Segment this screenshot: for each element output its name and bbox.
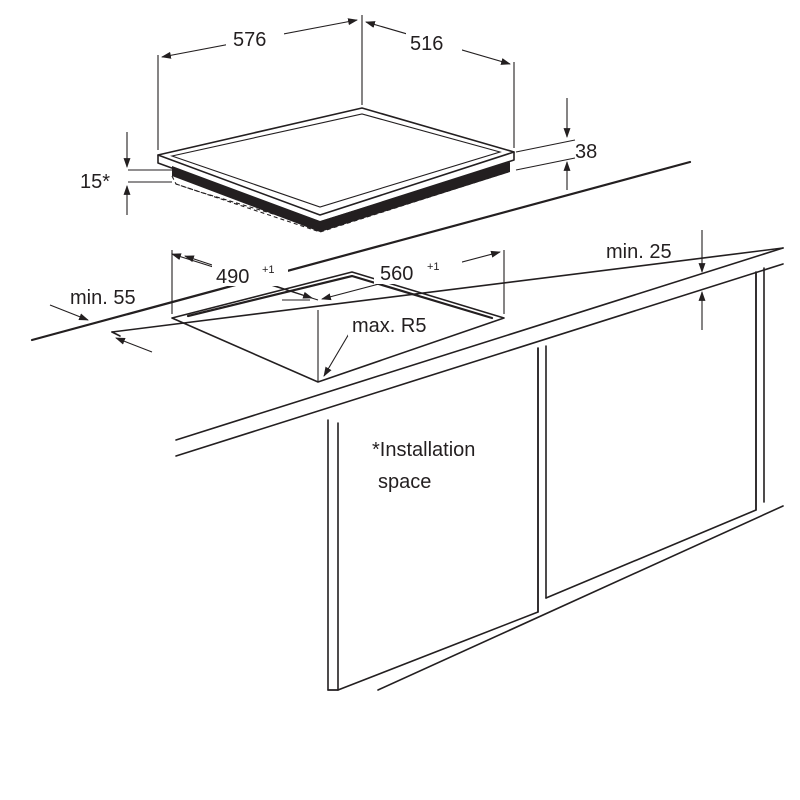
label-576: 576 [233,29,266,51]
dimension-15: 15* [80,132,172,215]
label-560-tolerance: +1 [427,261,440,273]
hob [157,107,515,233]
note-line-2: space [378,471,431,493]
label-560: 560 [380,263,413,285]
installation-note: *Installation space [372,439,475,493]
cabinet-right-panel [545,271,757,599]
dimension-radius: max. R5 [323,310,446,377]
hob-frame-band [172,162,510,232]
dimension-min-25: min. 25 [606,230,706,330]
label-490-tolerance: +1 [262,264,275,276]
label-15: 15* [80,171,110,193]
cabinet-right-side [755,267,765,511]
dimension-490: 490 +1 [171,250,319,314]
hob-housing-dashed-2 [175,183,321,229]
worktop [30,160,784,457]
cabinet-left-panel [327,419,339,691]
hob-glass-outline [157,107,515,216]
label-radius: max. R5 [352,315,426,337]
hob-housing-dashed [171,171,509,233]
dimension-38: 38 [515,98,597,190]
label-min-25: min. 25 [606,241,672,263]
worktop-front-face-bottom [175,263,784,457]
label-490: 490 [216,266,249,288]
cabinet-center-divider [537,345,547,613]
label-38: 38 [575,141,597,163]
note-line-1: *Installation [372,439,475,461]
dimension-min-55: min. 55 [49,287,153,353]
cabinet-plinth [377,505,784,691]
worktop-front-face-top [175,247,784,441]
dimension-516: 516 [365,21,515,148]
hob-glass-rim [169,113,502,208]
worktop-front-corner [111,331,121,337]
dimension-560: 560 +1 [321,250,505,314]
label-516: 516 [410,33,443,55]
label-min-55: min. 55 [70,287,136,309]
dimension-576: 576 [157,15,363,150]
cabinet [327,267,784,691]
